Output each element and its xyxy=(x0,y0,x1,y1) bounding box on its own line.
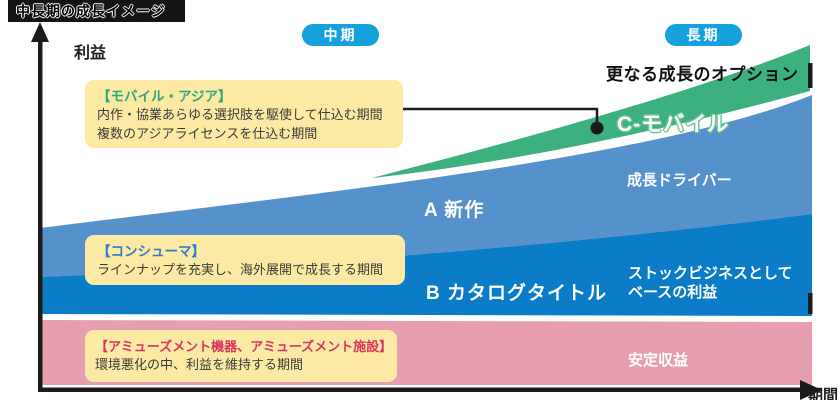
callout-connector-dot xyxy=(590,121,604,135)
callout-amusement-title: 【アミューズメント機器、アミューズメント施設】 xyxy=(95,339,393,354)
x-axis-line xyxy=(38,387,802,392)
area-band-catalog-titles xyxy=(40,214,812,316)
callout-mobile-asia-title: 【モバイル・アジア】 xyxy=(97,89,232,104)
growth-driver-label: 成長ドライバー xyxy=(627,172,732,189)
long-term-badge: 長期 xyxy=(665,24,742,46)
area-label-b-catalog: B カタログタイトル xyxy=(426,283,608,304)
x-axis-label: 期間 xyxy=(808,387,839,400)
callout-mobile-asia: 【モバイル・アジア】 内作・協業あらゆる選択肢を駆使して仕込む期間 複数のアジア… xyxy=(85,80,403,148)
y-axis-label: 利益 xyxy=(74,45,107,62)
callout-consumer-title: 【コンシューマ】 xyxy=(97,244,205,259)
stock-business-line2: ベースの利益 xyxy=(628,284,718,301)
marker-line-top xyxy=(808,63,813,88)
page-title: 中長期の成長イメージ xyxy=(8,0,185,22)
callout-connector-line xyxy=(403,107,599,122)
y-axis-arrowhead xyxy=(31,22,49,42)
callout-mobile-asia-line1: 内作・協業あらゆる選択肢を駆使して仕込む期間 xyxy=(97,107,383,122)
callout-consumer-line1: ラインナップを充実し、海外展開で成長する期間 xyxy=(97,262,384,277)
stock-business-label: ストックビジネスとして ベースの利益 xyxy=(628,264,808,302)
x-axis-arrowhead xyxy=(800,380,822,400)
area-label-c-mobile: C-モバイル xyxy=(617,113,730,136)
area-label-a-new-titles: A 新作 xyxy=(424,200,485,221)
area-band-new-titles xyxy=(40,95,812,277)
growth-option-label: 更なる成長のオプション xyxy=(606,65,799,84)
stock-business-line1: ストックビジネスとして xyxy=(628,265,793,282)
callout-amusement-line1: 環境悪化の中、利益を維持する期間 xyxy=(95,357,304,372)
marker-line-bottom xyxy=(808,293,813,314)
callout-mobile-asia-line2: 複数のアジアライセンスを仕込む期間 xyxy=(97,125,318,141)
mid-term-badge: 中期 xyxy=(302,24,379,46)
callout-amusement: 【アミューズメント機器、アミューズメント施設】 環境悪化の中、利益を維持する期間 xyxy=(85,330,397,382)
area-wedge-mobile xyxy=(372,45,810,178)
stable-revenue-label: 安定収益 xyxy=(628,352,689,369)
y-axis-line xyxy=(38,38,43,390)
callout-consumer: 【コンシューマ】 ラインナップを充実し、海外展開で成長する期間 xyxy=(85,235,405,285)
